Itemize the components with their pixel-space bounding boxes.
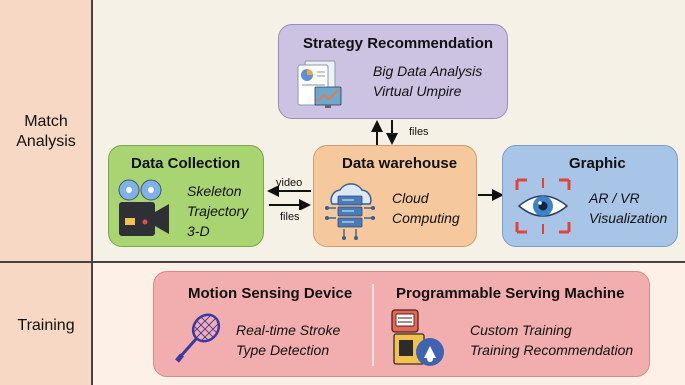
graphic-line-1: AR / VR [589,190,640,206]
box-title: Data warehouse [342,155,458,172]
graphic-line-2: Visualization [589,210,668,226]
vertical-arrows [371,120,398,146]
arrow-label-files-up: files [409,126,429,138]
strategy-line-1: Big Data Analysis [373,63,483,79]
box-title: Data Collection [131,155,241,172]
row-label-match-analysis: Match Analysis [0,112,92,152]
cloud-server-icon [318,178,382,247]
strategy-recommendation-box: Strategy Recommendation Big Data Analysi… [278,24,508,119]
box-title: Programmable Serving Machine [396,285,625,302]
badminton-racket-icon [174,312,224,369]
training-box: Motion Sensing Device Real-time Stroke T… [153,271,650,377]
training-divider [372,284,374,366]
serving-machine-icon [386,306,452,375]
strategy-line-2: Virtual Umpire [373,83,462,99]
collection-line-2: Trajectory [187,203,249,219]
arrow-label-video: video [276,177,303,189]
arrow-to-graphic [478,189,504,201]
box-title: Graphic [569,155,626,172]
data-collection-box: Data Collection Skeleton Trajectory 3-D [108,145,264,247]
collection-line-3: 3-D [187,223,210,239]
box-title: Motion Sensing Device [188,285,353,302]
video-camera-icon [115,178,171,245]
horizontal-arrows-left [267,186,311,210]
warehouse-line-2: Computing [392,210,460,226]
serving-line-2: Training Recommendation [470,342,634,358]
label-column-training [0,262,92,385]
data-warehouse-box: Data warehouse Cloud Com [313,145,477,247]
box-title: Strategy Recommendation [303,35,494,52]
serving-line-1: Custom Training [470,322,572,338]
document-chart-icon [293,59,347,114]
column-divider [91,0,93,385]
label-column-match [0,0,92,262]
row-label-line: Analysis [16,133,76,150]
eye-target-icon [511,174,575,243]
graphic-box: Graphic AR / VR Visualization [502,145,678,247]
collection-line-1: Skeleton [187,183,242,199]
row-label-line: Match [24,113,68,130]
motion-line-2: Type Detection [236,342,330,358]
arrow-label-files-right: files [280,211,300,223]
motion-line-1: Real-time Stroke [236,322,341,338]
warehouse-line-1: Cloud [392,190,429,206]
row-label-training: Training [17,317,75,334]
row-divider [0,261,685,263]
